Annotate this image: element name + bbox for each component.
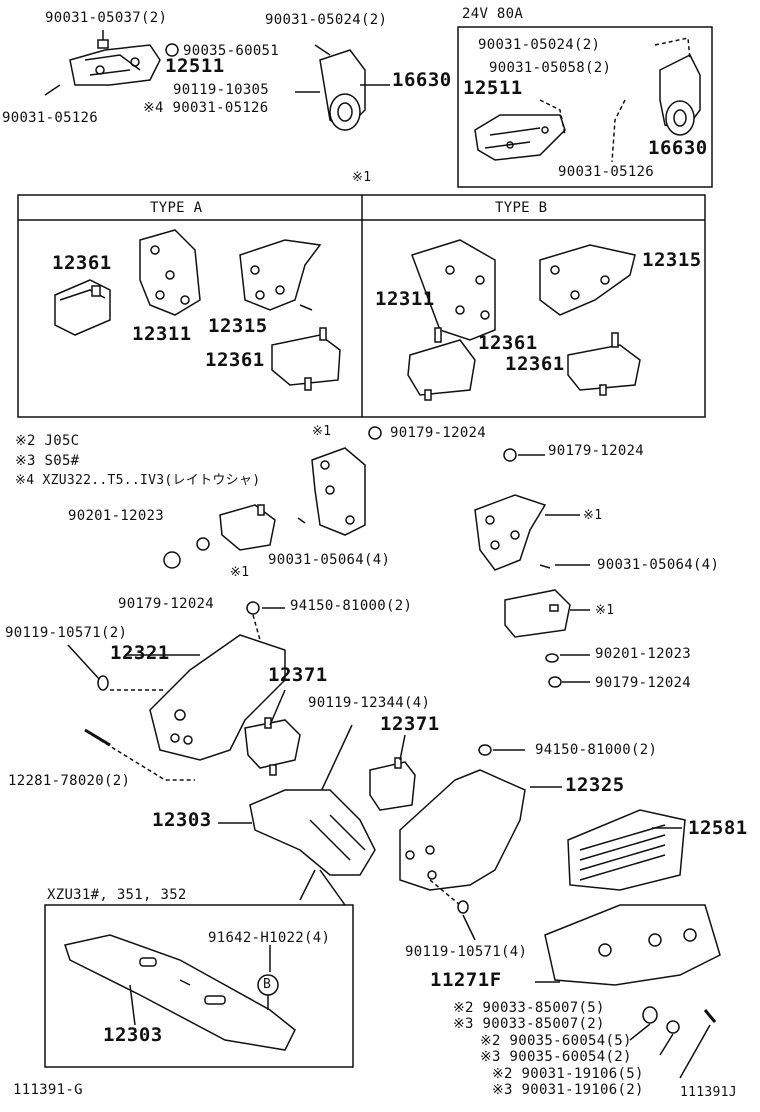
part-90119-10305: 90119-10305 bbox=[173, 82, 270, 98]
bracket-12511-drawing bbox=[44, 44, 161, 96]
alt-box-title: 24V 80A bbox=[462, 6, 524, 22]
alt-part-16630: 16630 bbox=[648, 137, 708, 159]
middle-insulator-right-drawing bbox=[504, 589, 571, 638]
mid-94150-81000-a: 94150-81000(2) bbox=[290, 598, 413, 614]
part-16630: 16630 bbox=[392, 69, 452, 91]
alt-part-90031-05024: 90031-05024(2) bbox=[478, 37, 601, 53]
middle-bracket-left-drawing bbox=[311, 447, 366, 536]
mid-12371-a: 12371 bbox=[268, 664, 328, 686]
mid-90179-12024-a: 90179-12024 bbox=[390, 425, 487, 441]
type-b-12311: 12311 bbox=[375, 288, 435, 310]
part-90031-05126: 90031-05126 bbox=[2, 110, 99, 126]
mid-note1-b: ※1 bbox=[583, 508, 603, 523]
insulator-12371-b-drawing bbox=[369, 757, 416, 811]
type-a-12311: 12311 bbox=[132, 323, 192, 345]
bottom-11271F: 11271F bbox=[430, 969, 502, 991]
bottom-90119-10571: 90119-10571(4) bbox=[405, 944, 528, 960]
cover-11271F-drawing bbox=[544, 904, 721, 986]
mid-90119-10571-a: 90119-10571(2) bbox=[5, 625, 128, 641]
part-90031-05037: 90031-05037(2) bbox=[45, 10, 168, 26]
bottom-circle-b: B bbox=[263, 977, 272, 992]
mid-94150-81000-b: 94150-81000(2) bbox=[535, 742, 658, 758]
part-90031-05024: 90031-05024(2) bbox=[265, 12, 388, 28]
diagram-code-right: 111391J bbox=[680, 1085, 737, 1100]
type-b-12315: 12315 bbox=[642, 249, 702, 271]
bottom-n3-90035-60054: ※3 90035-60054(2) bbox=[480, 1049, 632, 1065]
part-12511: 12511 bbox=[165, 55, 225, 77]
mid-90179-12024-d: 90179-12024 bbox=[595, 675, 692, 691]
part-note4-90031-05126: ※4 90031-05126 bbox=[143, 100, 269, 116]
type-a-12361-left: 12361 bbox=[52, 252, 112, 274]
mid-90119-12344: 90119-12344(4) bbox=[308, 695, 431, 711]
bottom-91642-H1022: 91642-H1022(4) bbox=[208, 930, 331, 946]
mid-note1-top: ※1 bbox=[312, 424, 332, 439]
mid-12321: 12321 bbox=[110, 642, 170, 664]
type-b-bracket-12315-drawing bbox=[539, 244, 636, 316]
mid-12281-78020: 12281-78020(2) bbox=[8, 773, 131, 789]
type-a-bracket-12315-drawing bbox=[239, 239, 322, 311]
alt-part-12511: 12511 bbox=[463, 77, 523, 99]
insulator-12371-a-drawing bbox=[244, 717, 301, 776]
type-a-bracket-12311-drawing bbox=[139, 229, 201, 316]
alt-part-90031-05126: 90031-05126 bbox=[558, 164, 655, 180]
type-b-bracket-12311-drawing bbox=[411, 239, 496, 341]
crossmember-12303-upper-drawing bbox=[249, 789, 376, 876]
mid-12371-b: 12371 bbox=[380, 713, 440, 735]
mid-note1-c: ※1 bbox=[595, 603, 615, 618]
note1-marker: ※1 bbox=[352, 170, 372, 185]
bottom-n2-90035-60054: ※2 90035-60054(5) bbox=[480, 1033, 632, 1049]
crossmember-12303-lower-drawing bbox=[64, 934, 296, 1051]
mid-90031-05064-a: 90031-05064(4) bbox=[268, 552, 391, 568]
type-b-12361-a: 12361 bbox=[478, 332, 538, 354]
middle-bracket-right-drawing bbox=[474, 494, 547, 571]
mid-12325: 12325 bbox=[565, 774, 625, 796]
mid-90201-12023: 90201-12023 bbox=[68, 508, 165, 524]
alt-box-bracket-drawing bbox=[474, 114, 566, 161]
note-4: ※4 XZU322..T5..IV3(レイトウシャ) bbox=[15, 473, 261, 488]
type-b-insulator-b-drawing bbox=[567, 332, 641, 396]
mid-12303: 12303 bbox=[152, 809, 212, 831]
bottom-n2-90031-19106: ※2 90031-19106(5) bbox=[492, 1066, 644, 1082]
note-2: ※2 J05C bbox=[15, 433, 80, 449]
alt-part-90031-05058: 90031-05058(2) bbox=[489, 60, 612, 76]
middle-insulator-left-drawing bbox=[219, 504, 276, 551]
bracket-12325-drawing bbox=[399, 769, 526, 891]
mid-note1-a: ※1 bbox=[230, 565, 250, 580]
alternator-16630-drawing bbox=[319, 49, 390, 131]
type-a-insulator-12361-drawing bbox=[271, 327, 341, 391]
mid-90201-12023-b: 90201-12023 bbox=[595, 646, 692, 662]
type-b-12361-b: 12361 bbox=[505, 353, 565, 375]
note-3: ※3 S05# bbox=[15, 453, 80, 469]
type-b-insulator-a-drawing bbox=[407, 327, 476, 401]
type-a-insulator-drawing bbox=[54, 279, 111, 336]
bottom-n2-90033-85007: ※2 90033-85007(5) bbox=[453, 1000, 605, 1016]
type-a-12315: 12315 bbox=[208, 315, 268, 337]
xzu-box-title: XZU31#, 351, 352 bbox=[47, 887, 187, 903]
mid-12581: 12581 bbox=[688, 817, 748, 839]
bracket-12321-drawing bbox=[149, 634, 286, 761]
diagram-code-left: 111391-G bbox=[13, 1082, 83, 1098]
type-b-header: TYPE B bbox=[495, 200, 548, 216]
type-a-header: TYPE A bbox=[150, 200, 203, 216]
type-a-12361-right: 12361 bbox=[205, 349, 265, 371]
part-90035-60051: 90035-60051 bbox=[183, 43, 280, 59]
alt-box-alternator-drawing bbox=[659, 53, 701, 136]
mid-90179-12024-c: 90179-12024 bbox=[118, 596, 215, 612]
bottom-n3-90031-19106: ※3 90031-19106(2) bbox=[492, 1082, 644, 1098]
bottom-12303: 12303 bbox=[103, 1024, 163, 1046]
insulator-12581-drawing bbox=[567, 809, 686, 891]
bottom-n3-90033-85007: ※3 90033-85007(2) bbox=[453, 1016, 605, 1032]
mid-90031-05064-b: 90031-05064(4) bbox=[597, 557, 720, 573]
mid-90179-12024-b: 90179-12024 bbox=[548, 443, 645, 459]
